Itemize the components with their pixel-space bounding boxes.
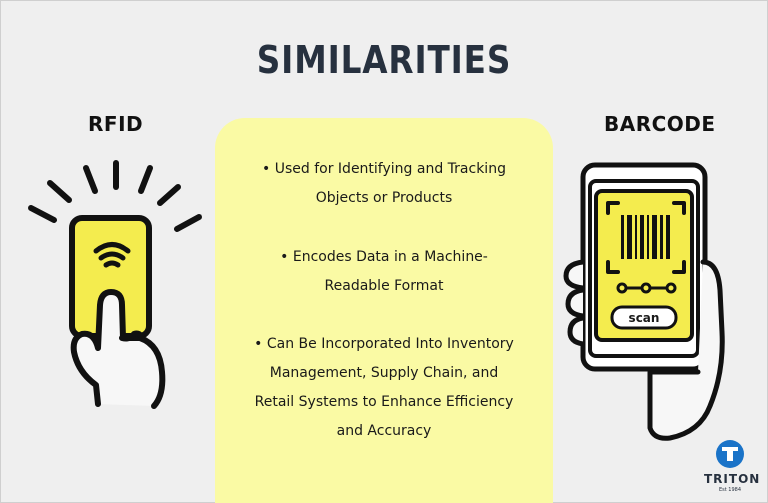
logo-subtitle: Est 1984 <box>718 487 742 493</box>
scan-button-label: scan <box>628 311 660 325</box>
similarity-item-2-line-1: • Encodes Data in a Machine- <box>280 249 488 265</box>
similarity-item-1-line-2: Objects or Products <box>315 190 453 206</box>
similarity-item-2-line-2: Readable Format <box>324 278 444 294</box>
similarity-item-1: • Used for Identifying and Tracking Obje… <box>215 155 553 213</box>
similarity-item-2: • Encodes Data in a Machine- Readable Fo… <box>215 243 553 301</box>
logo-name: TRITON <box>704 472 761 486</box>
page-title: SIMILARITIES <box>256 38 512 82</box>
phone-barcode-scanner-icon <box>563 162 725 441</box>
barcode-label: BARCODE <box>604 112 716 136</box>
similarity-item-1-line-1: • Used for Identifying and Tracking <box>262 161 506 177</box>
similarity-item-3-line-1: • Can Be Incorporated Into Inventory <box>254 336 514 352</box>
rfid-label: RFID <box>88 112 144 136</box>
similarity-item-3-line-3: Retail Systems to Enhance Efficiency <box>254 394 514 410</box>
similarity-item-3-line-4: and Accuracy <box>336 423 432 439</box>
similarities-panel: • Used for Identifying and Tracking Obje… <box>215 118 553 503</box>
rfid-card-in-hand-icon <box>28 160 202 409</box>
similarity-item-3: • Can Be Incorporated Into Inventory Man… <box>215 330 553 446</box>
triton-logo-icon <box>716 440 744 468</box>
similarity-item-3-line-2: Management, Supply Chain, and <box>269 365 499 381</box>
